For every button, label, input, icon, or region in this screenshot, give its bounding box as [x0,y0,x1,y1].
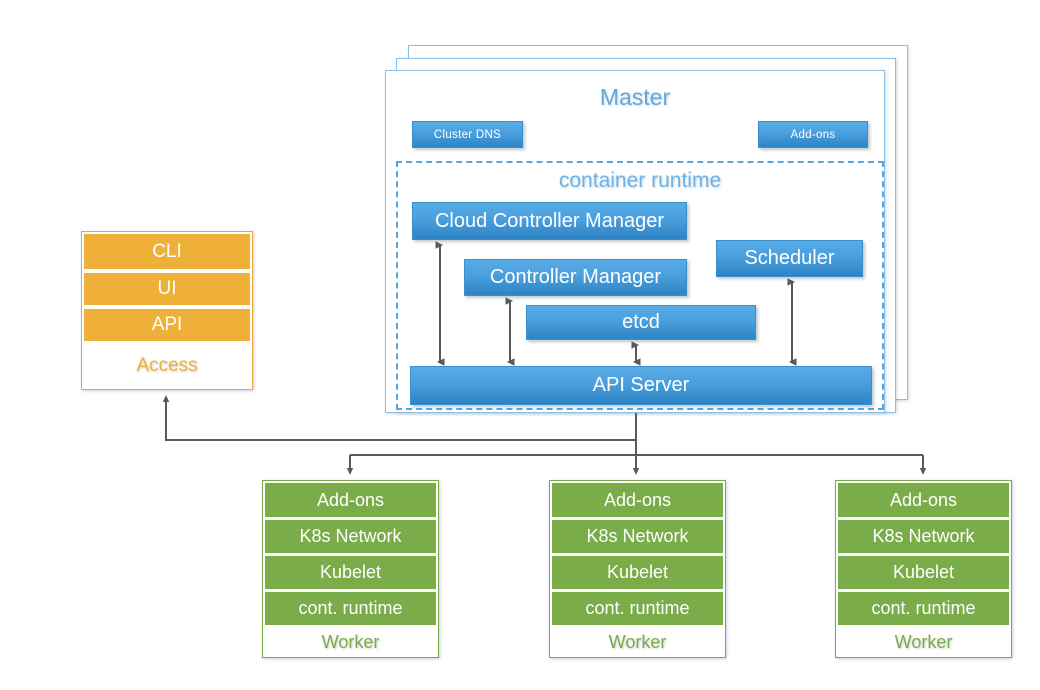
worker-2-footer-label: Worker [552,627,723,657]
access-stack: CLI UI API Access [81,231,253,390]
worker-2-layer-addons[interactable]: Add-ons [552,483,723,517]
access-layer-ui[interactable]: UI [84,273,250,305]
etcd-box[interactable]: etcd [526,305,756,340]
worker-3-layer-addons[interactable]: Add-ons [838,483,1009,517]
api-server-box[interactable]: API Server [410,366,872,405]
container-runtime-title: container runtime [558,169,722,192]
worker-3-footer-label: Worker [838,627,1009,657]
master-addons-chip[interactable]: Add-ons [758,121,868,148]
container-runtime-region [396,161,884,410]
scheduler-box[interactable]: Scheduler [716,240,863,277]
worker-3-layer-kubelet[interactable]: Kubelet [838,556,1009,589]
worker-2-layer-k8s-network[interactable]: K8s Network [552,520,723,553]
worker-node-3: Add-ons K8s Network Kubelet cont. runtim… [835,480,1012,658]
worker-1-layer-cont-runtime[interactable]: cont. runtime [265,592,436,625]
access-layer-api[interactable]: API [84,309,250,341]
cluster-dns-chip[interactable]: Cluster DNS [412,121,523,148]
access-layer-cli[interactable]: CLI [84,234,250,269]
worker-1-layer-addons[interactable]: Add-ons [265,483,436,517]
worker-node-2: Add-ons K8s Network Kubelet cont. runtim… [549,480,726,658]
worker-3-layer-k8s-network[interactable]: K8s Network [838,520,1009,553]
cloud-controller-manager-box[interactable]: Cloud Controller Manager [412,202,687,240]
worker-1-layer-k8s-network[interactable]: K8s Network [265,520,436,553]
worker-3-layer-cont-runtime[interactable]: cont. runtime [838,592,1009,625]
controller-manager-box[interactable]: Controller Manager [464,259,687,296]
worker-1-footer-label: Worker [265,627,436,657]
access-footer-label: Access [84,345,250,387]
worker-node-1: Add-ons K8s Network Kubelet cont. runtim… [262,480,439,658]
master-title: Master [599,84,671,110]
worker-2-layer-cont-runtime[interactable]: cont. runtime [552,592,723,625]
worker-1-layer-kubelet[interactable]: Kubelet [265,556,436,589]
worker-2-layer-kubelet[interactable]: Kubelet [552,556,723,589]
